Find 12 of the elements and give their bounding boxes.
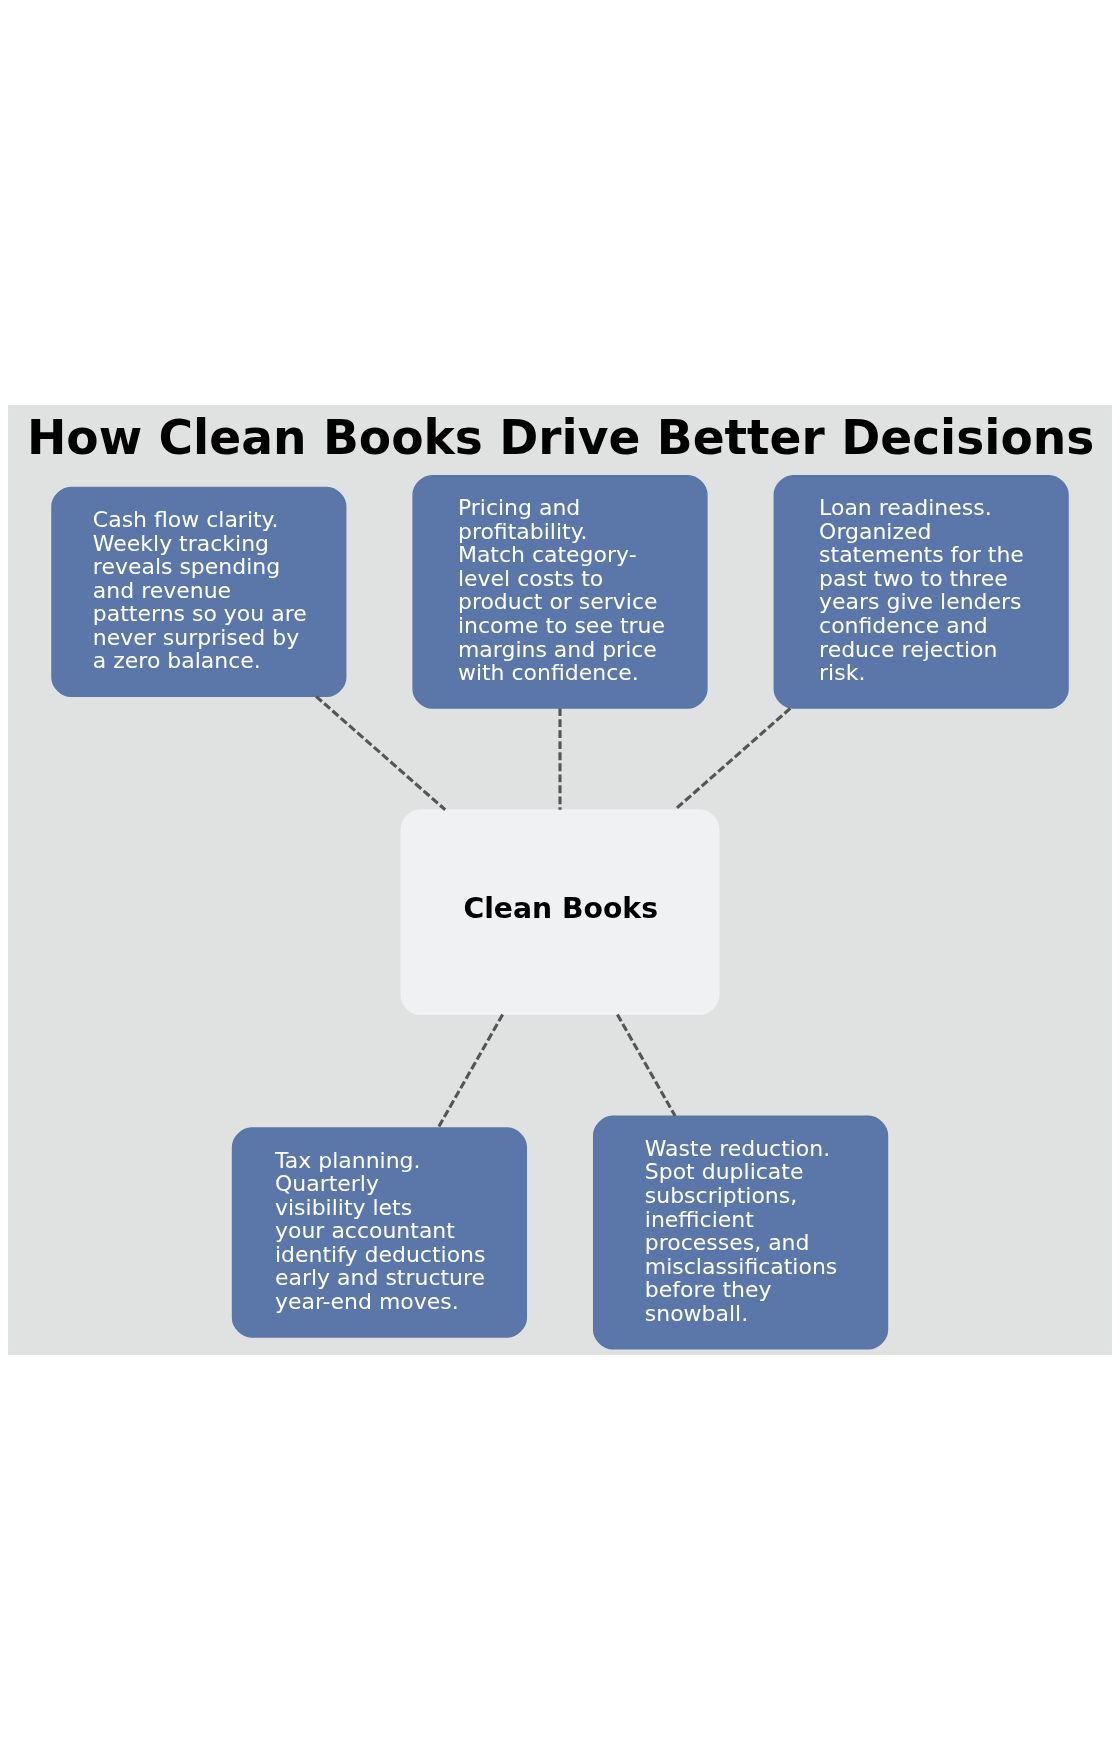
node-box: Clean Books <box>400 809 720 1016</box>
node-box: Cash flow clarity. Weekly tracking reveals spending and revenue patterns so you are never surprised by a zero balance. <box>51 486 347 698</box>
connector <box>616 1013 677 1117</box>
node-box: Loan readiness. Organized statements for the past two to three years give lenders confidence and reduce rejection risk. <box>773 474 1069 709</box>
connector <box>315 695 447 811</box>
node-box: Tax planning. Quarterly visibility lets your accountant identify deductions early and structure year-end moves. <box>231 1127 528 1338</box>
connector <box>673 707 792 811</box>
connector <box>436 1013 504 1129</box>
node-box: Waste reduction. Spot duplicate subscriptions, inefficient processes, and misclassifications before they snowball. <box>592 1115 889 1350</box>
connector <box>558 708 562 810</box>
diagram-title: How Clean Books Drive Better Decisions <box>26 409 1095 465</box>
node-box: Pricing and profitability. Match category-level costs to product or service income to see true margins and price with confidence. <box>412 474 708 709</box>
